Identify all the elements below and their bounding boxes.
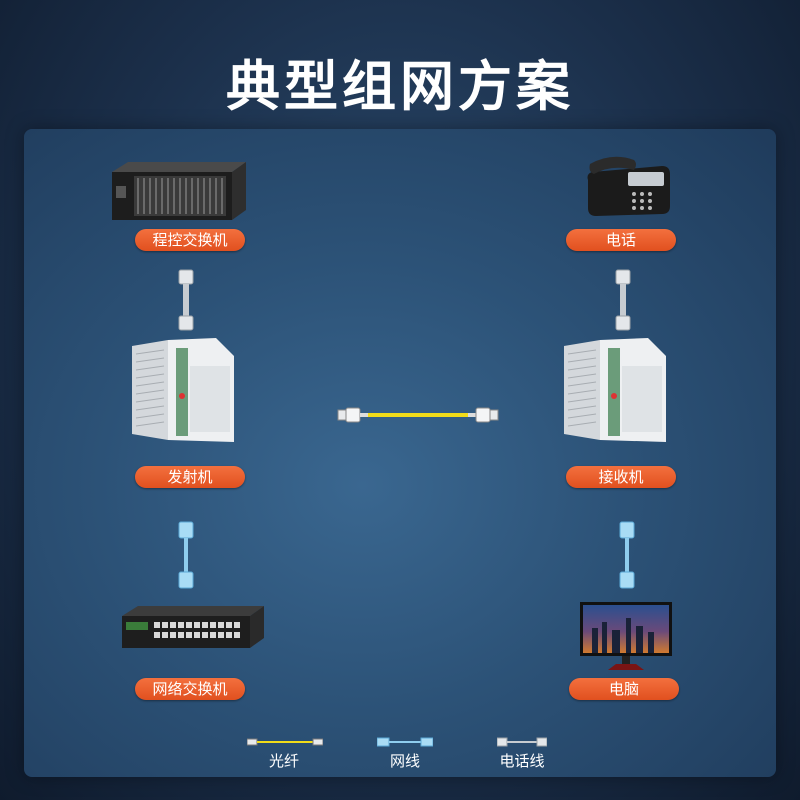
computer-monitor-icon <box>580 602 672 670</box>
telephone-icon <box>587 156 670 216</box>
label-switch: 网络交换机 <box>135 678 245 700</box>
legend-fiber-swatch-icon <box>247 738 323 746</box>
legend-fiber-label: 光纤 <box>268 752 299 770</box>
pbx-device-icon <box>112 162 246 220</box>
label-computer: 电脑 <box>569 678 679 700</box>
legend-phone-line-swatch-icon <box>497 737 547 747</box>
receiver-device-icon <box>564 338 666 442</box>
label-pbx: 程控交换机 <box>135 229 245 251</box>
phone-line-connector-right-icon <box>615 269 631 331</box>
network-switch-icon <box>122 606 264 648</box>
ethernet-connector-right-icon <box>619 521 635 589</box>
legend-ethernet-swatch-icon <box>377 737 433 747</box>
fiber-cable-icon <box>337 407 499 423</box>
phone-line-connector-left-icon <box>178 269 194 331</box>
label-transmitter: 发射机 <box>135 466 245 488</box>
page-title: 典型组网方案 <box>226 55 574 118</box>
label-phone: 电话 <box>566 229 676 251</box>
label-receiver: 接收机 <box>566 466 676 488</box>
legend-ethernet-label: 网线 <box>389 752 420 770</box>
legend-phone-line-label: 电话线 <box>499 752 545 770</box>
ethernet-connector-left-icon <box>178 521 194 589</box>
transmitter-device-icon <box>132 338 234 442</box>
